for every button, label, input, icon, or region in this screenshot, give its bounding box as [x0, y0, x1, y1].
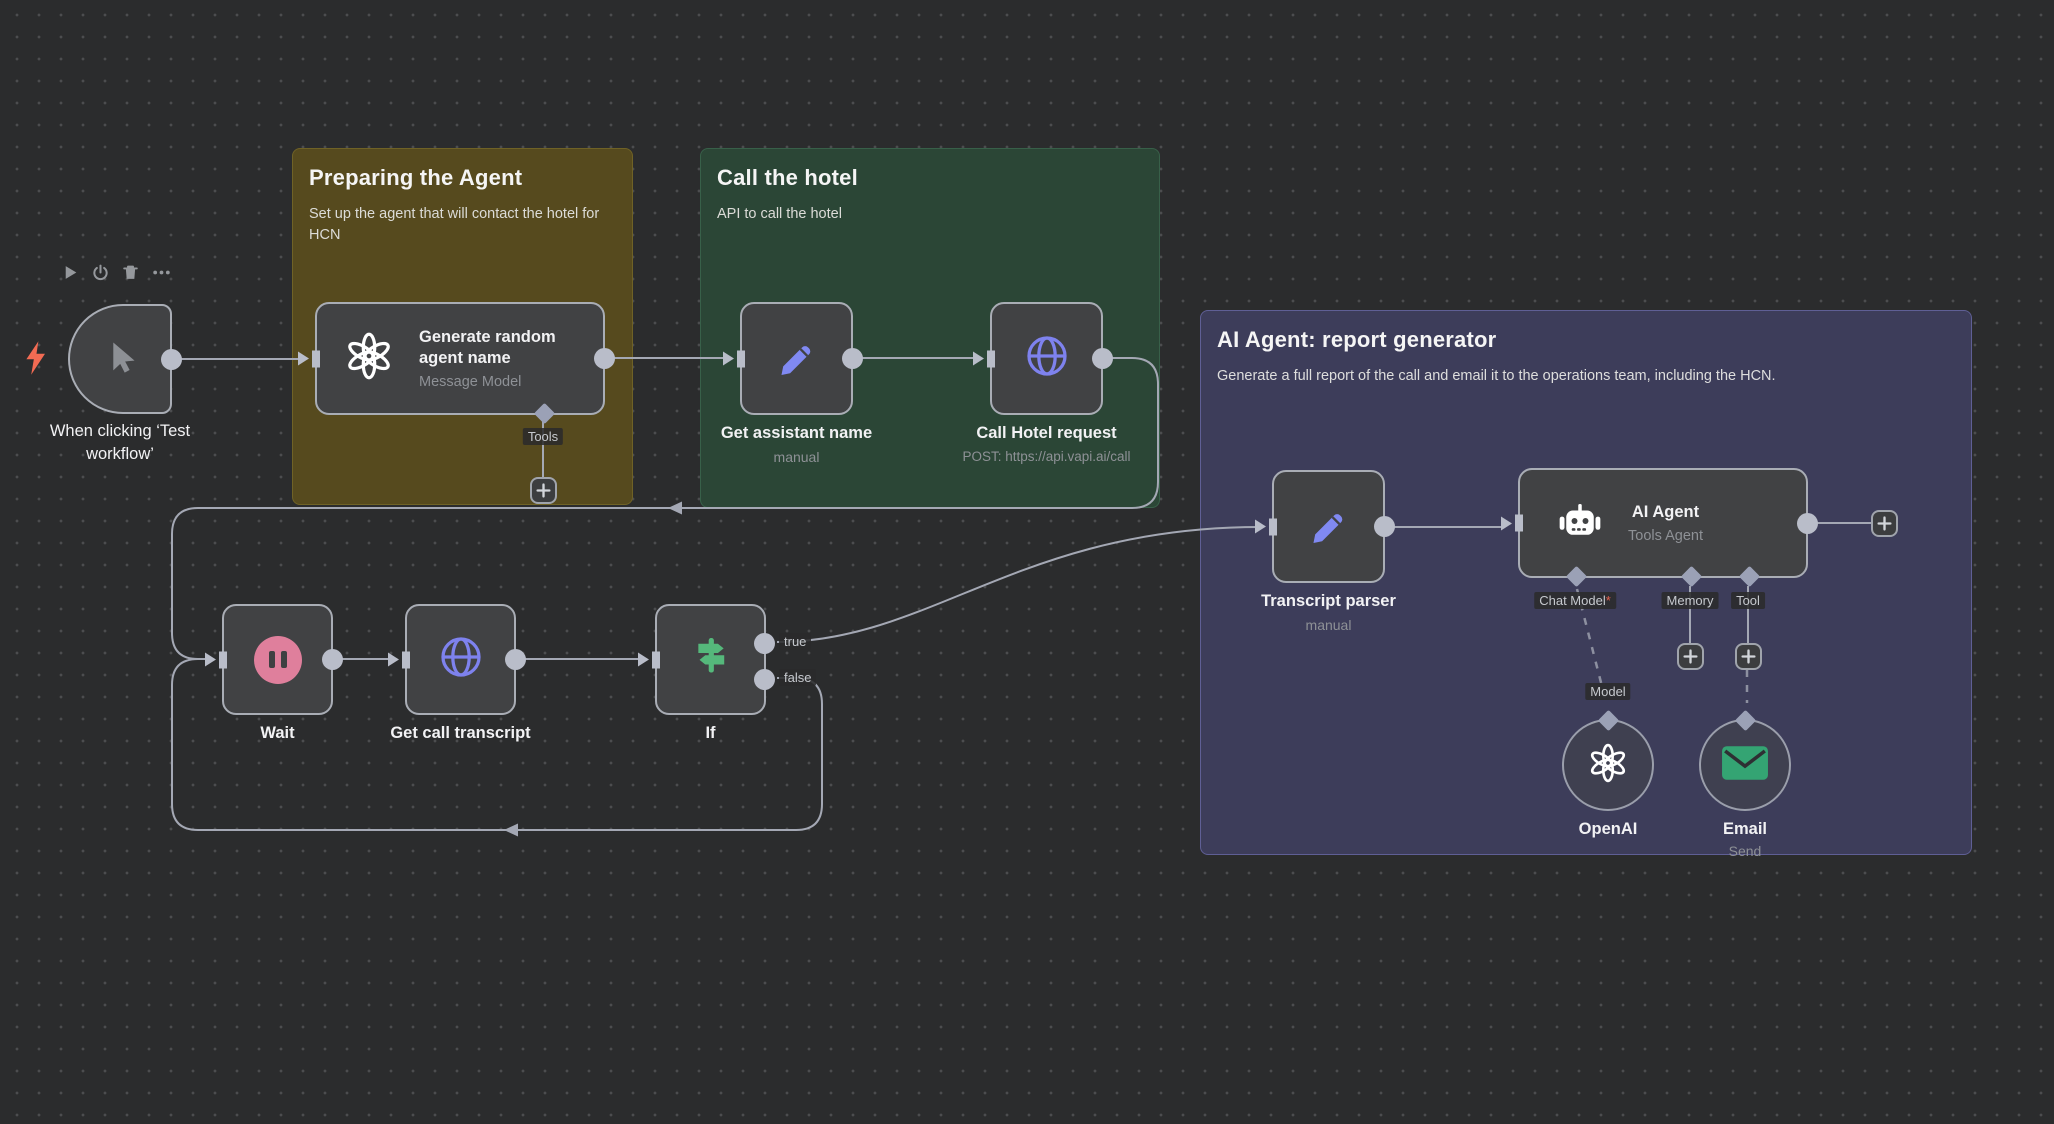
signpost-icon: [688, 634, 734, 685]
output-port[interactable]: [505, 649, 526, 670]
node-sublabel: manual: [1305, 617, 1352, 634]
openai-icon: [341, 328, 397, 389]
input-port[interactable]: [219, 651, 227, 668]
node-call-hotel-request[interactable]: Call Hotel request POST: https://api.vap…: [962, 302, 1131, 464]
group-title: Preparing the Agent: [309, 165, 523, 190]
output-port[interactable]: [1797, 512, 1818, 534]
add-next-node-button[interactable]: [1871, 510, 1898, 537]
output-port[interactable]: [594, 348, 615, 369]
node-email-send[interactable]: Email Send: [1699, 709, 1791, 859]
output-port[interactable]: [322, 649, 343, 670]
ellipsis-icon[interactable]: [152, 264, 171, 281]
input-port[interactable]: [402, 651, 410, 668]
power-icon[interactable]: [92, 264, 109, 281]
wire-arrow-left: [504, 823, 518, 837]
email-icon: [1721, 744, 1769, 787]
node-label: Generate random agent name: [419, 327, 556, 367]
group-title: AI Agent: report generator: [1217, 327, 1497, 352]
output-port[interactable]: [161, 348, 182, 370]
node-ai-agent[interactable]: AI Agent Tools Agent: [1515, 468, 1818, 588]
node-toolbar: [62, 264, 171, 281]
port-label-true: true: [779, 633, 812, 650]
node-get-assistant-name[interactable]: Get assistant name manual: [721, 302, 872, 465]
node-label: Call Hotel request: [976, 424, 1117, 442]
input-port[interactable]: [312, 350, 320, 367]
node-get-call-transcript[interactable]: Get call transcript: [390, 604, 531, 742]
input-port[interactable]: [652, 651, 660, 668]
plus-icon: [536, 483, 551, 498]
pencil-icon: [774, 333, 820, 384]
output-port-false[interactable]: [754, 669, 775, 690]
node-sublabel: Tools Agent: [1628, 528, 1703, 545]
node-label: Transcript parser: [1261, 592, 1396, 610]
port-label-false: false: [779, 669, 817, 686]
input-port[interactable]: [1269, 518, 1277, 535]
trash-icon[interactable]: [122, 264, 139, 281]
port-label-model: Model: [1585, 683, 1631, 700]
group-subtitle: Set up the agent that will contact the h…: [309, 206, 600, 244]
node-sublabel: Send: [1728, 843, 1762, 860]
node-label: Email: [1722, 820, 1768, 838]
node-manual-trigger[interactable]: [68, 304, 182, 414]
node-wait[interactable]: Wait: [219, 604, 343, 742]
plus-icon: [1683, 649, 1698, 664]
group-title: Call the hotel: [717, 165, 858, 190]
port-label-chat-model: Chat Model*: [1534, 592, 1616, 609]
cursor-icon: [101, 338, 139, 381]
plus-icon: [1741, 649, 1756, 664]
port-label-tool: Tool: [1731, 592, 1765, 609]
robot-icon: [1558, 499, 1602, 548]
add-memory-button[interactable]: [1677, 643, 1704, 670]
play-icon[interactable]: [62, 264, 79, 281]
port-label-memory: Memory: [1661, 592, 1719, 609]
node-sublabel: Message Model: [419, 374, 522, 391]
node-label: If: [705, 724, 716, 742]
node-label: OpenAI: [1578, 820, 1638, 838]
pause-icon: [253, 635, 302, 684]
input-port[interactable]: [1515, 514, 1523, 532]
port-label-tools: Tools: [522, 428, 564, 445]
input-port[interactable]: [987, 350, 995, 367]
node-generate-random-agent-name[interactable]: Generate random agent name Message Model: [312, 302, 615, 425]
add-tool-button[interactable]: [1735, 643, 1762, 670]
output-port[interactable]: [842, 348, 863, 369]
pencil-icon: [1306, 501, 1352, 552]
wire-arrow-left: [668, 501, 682, 515]
group-subtitle: API to call the hotel: [717, 206, 842, 222]
openai-icon: [1585, 740, 1631, 791]
globe-icon: [437, 633, 485, 686]
node-if[interactable]: If: [652, 604, 775, 742]
output-port-true[interactable]: [754, 633, 775, 654]
group-subtitle: Generate a full report of the call and e…: [1217, 368, 1776, 384]
plus-icon: [1877, 516, 1892, 531]
node-openai-chat-model[interactable]: OpenAI: [1562, 709, 1654, 838]
node-transcript-parser[interactable]: Transcript parser manual: [1261, 470, 1396, 633]
add-tool-button[interactable]: [530, 477, 557, 504]
globe-icon: [1023, 332, 1071, 385]
output-port[interactable]: [1092, 348, 1113, 369]
input-port[interactable]: [737, 350, 745, 367]
lightning-icon: [24, 340, 48, 381]
node-label: When clicking ‘Test workflow’: [49, 422, 191, 464]
output-port[interactable]: [1374, 516, 1395, 537]
node-label: AI Agent: [1631, 502, 1700, 521]
node-sublabel: POST: https://api.vapi.ai/call: [962, 449, 1131, 465]
